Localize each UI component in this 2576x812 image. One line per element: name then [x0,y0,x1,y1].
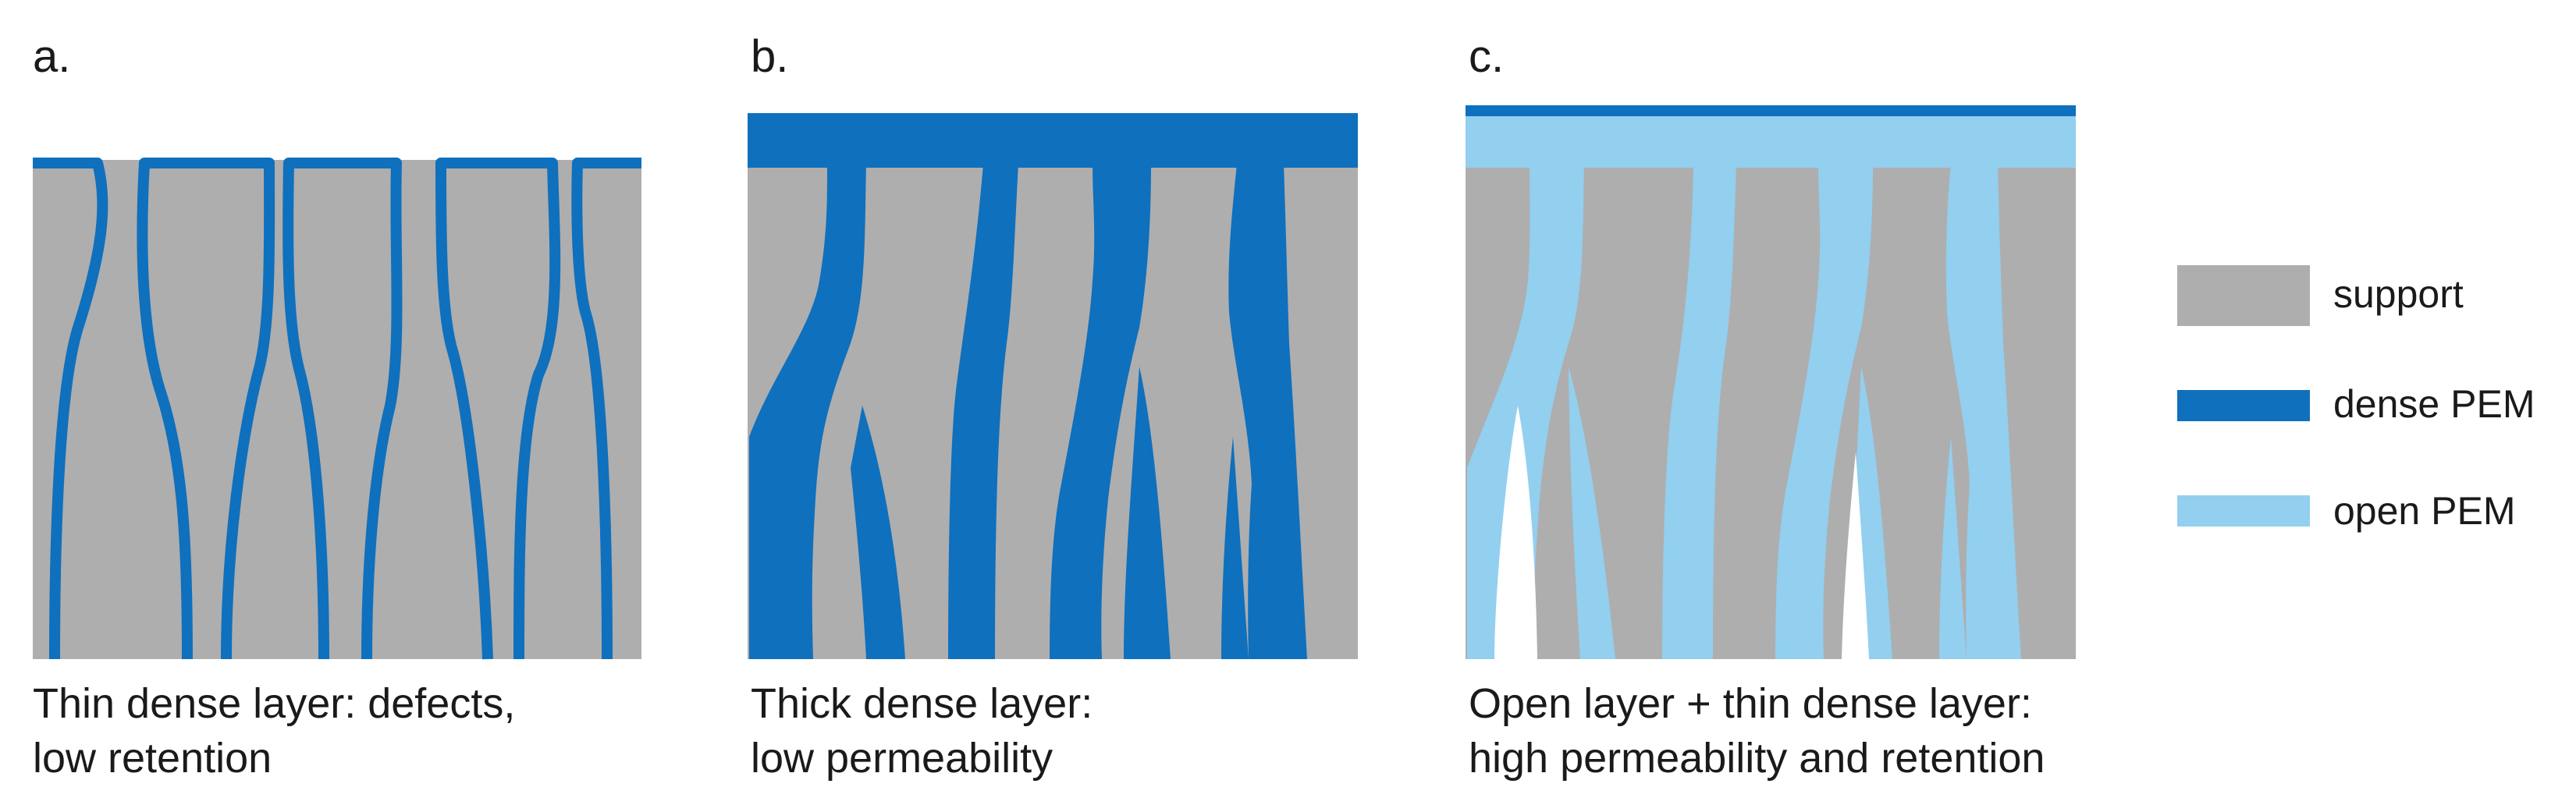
legend: support dense PEM open PEM [2177,265,2535,533]
panel-c-schematic [1466,105,2076,659]
panel-c-caption-line1: Open layer + thin dense layer: [1469,680,2032,727]
panel-c-caption-line2: high permeability and retention [1469,735,2045,782]
legend-label-open-pem: open PEM [2333,489,2515,533]
panel-b: b. Thick dense layer: low permeability [748,31,1358,782]
panel-a-letter: a. [33,31,70,82]
panel-a-caption-line1: Thin dense layer: defects, [33,680,515,727]
legend-item-dense-pem: dense PEM [2177,382,2535,426]
legend-item-support: support [2177,265,2464,326]
panel-b-dense-filled-pores [749,164,1307,659]
panel-c: c. Open layer + thin dense l [1466,31,2076,782]
panel-c-dense-skin [1466,105,2076,116]
panel-a-schematic [33,158,641,660]
panel-c-open-filled-pores [1467,164,2021,659]
panel-b-caption-line1: Thick dense layer: [751,680,1093,727]
panel-b-dense-top-layer [748,113,1358,168]
panel-c-pore-gaps [1494,406,1869,659]
panel-c-open-top-layer [1466,113,2076,168]
legend-item-open-pem: open PEM [2177,489,2515,533]
legend-swatch-open-pem [2177,495,2310,527]
panel-a-dense-coating [33,158,641,660]
legend-swatch-support [2177,265,2310,326]
panel-b-letter: b. [751,31,788,82]
panel-a-caption-line2: low retention [33,735,272,782]
panel-c-letter: c. [1469,31,1504,82]
legend-swatch-dense-pem [2177,390,2310,421]
legend-label-dense-pem: dense PEM [2333,382,2535,426]
panel-a-support [33,160,641,659]
panel-a: a. Thin dense layer: defects, low retent… [33,31,641,782]
legend-label-support: support [2333,272,2464,316]
panel-b-caption-line2: low permeability [751,735,1053,782]
panel-b-schematic [748,113,1358,659]
